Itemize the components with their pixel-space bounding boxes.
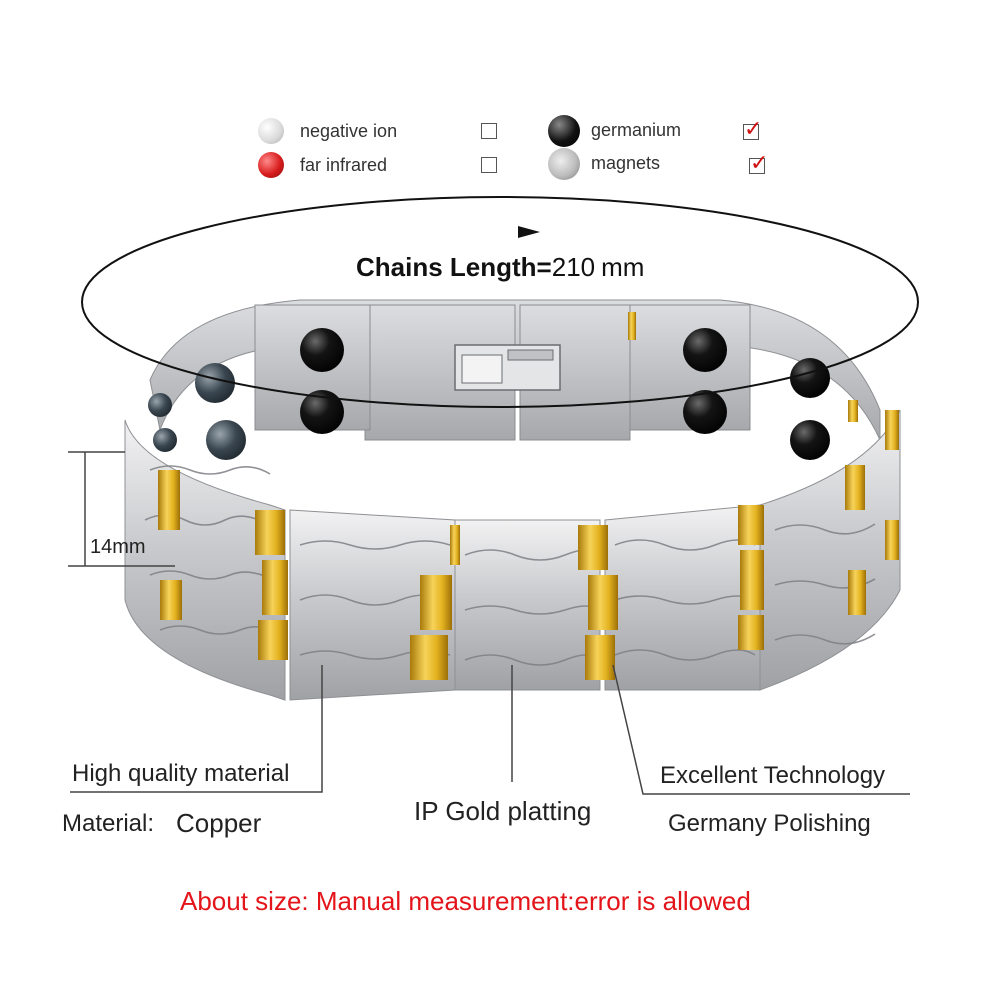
plating-label: IP Gold platting — [414, 796, 592, 826]
gold-connectors — [158, 410, 899, 680]
magnets-checkbox — [749, 158, 765, 174]
callout-lines — [70, 664, 910, 795]
magnets-dot-icon — [548, 148, 580, 180]
magnets-check-icon: ✓ — [750, 150, 769, 175]
negative-ion-dot-icon — [258, 118, 284, 144]
feature-legend: negative ion germanium ✓ far infrared ma… — [250, 110, 810, 190]
width-dimension-bracket — [68, 451, 175, 567]
legend-label-germanium: germanium — [591, 120, 682, 140]
size-note: About size: Manual measurement:error is … — [180, 886, 751, 916]
legend-label-negative-ion: negative ion — [300, 121, 398, 141]
far-infrared-checkbox — [481, 157, 497, 173]
chain-length-value: 210 — [551, 252, 596, 282]
chain-length-unit: mm — [601, 252, 645, 282]
chain-length-title: Chains Length= — [356, 252, 552, 282]
chain-length-indicator — [81, 196, 919, 408]
germanium-dot-icon — [548, 115, 580, 147]
bracelet-front-band — [124, 409, 901, 701]
germanium-check-icon: ✓ — [744, 116, 763, 141]
material-label: Material: — [62, 810, 155, 837]
technology-heading: Excellent Technology — [660, 762, 886, 789]
far-infrared-dot-icon — [258, 152, 284, 178]
material-heading: High quality material — [72, 760, 290, 787]
material-value: Copper — [176, 808, 262, 838]
bracelet-back-band — [148, 299, 881, 460]
legend-label-far-infrared: far infrared — [300, 155, 388, 175]
width-dimension-label: 14mm — [90, 536, 146, 558]
germanium-checkbox — [743, 124, 759, 140]
technology-value: Germany Polishing — [668, 810, 871, 837]
legend-label-magnets: magnets — [591, 153, 661, 173]
negative-ion-checkbox — [481, 123, 497, 139]
arrow-head-icon — [518, 226, 540, 238]
